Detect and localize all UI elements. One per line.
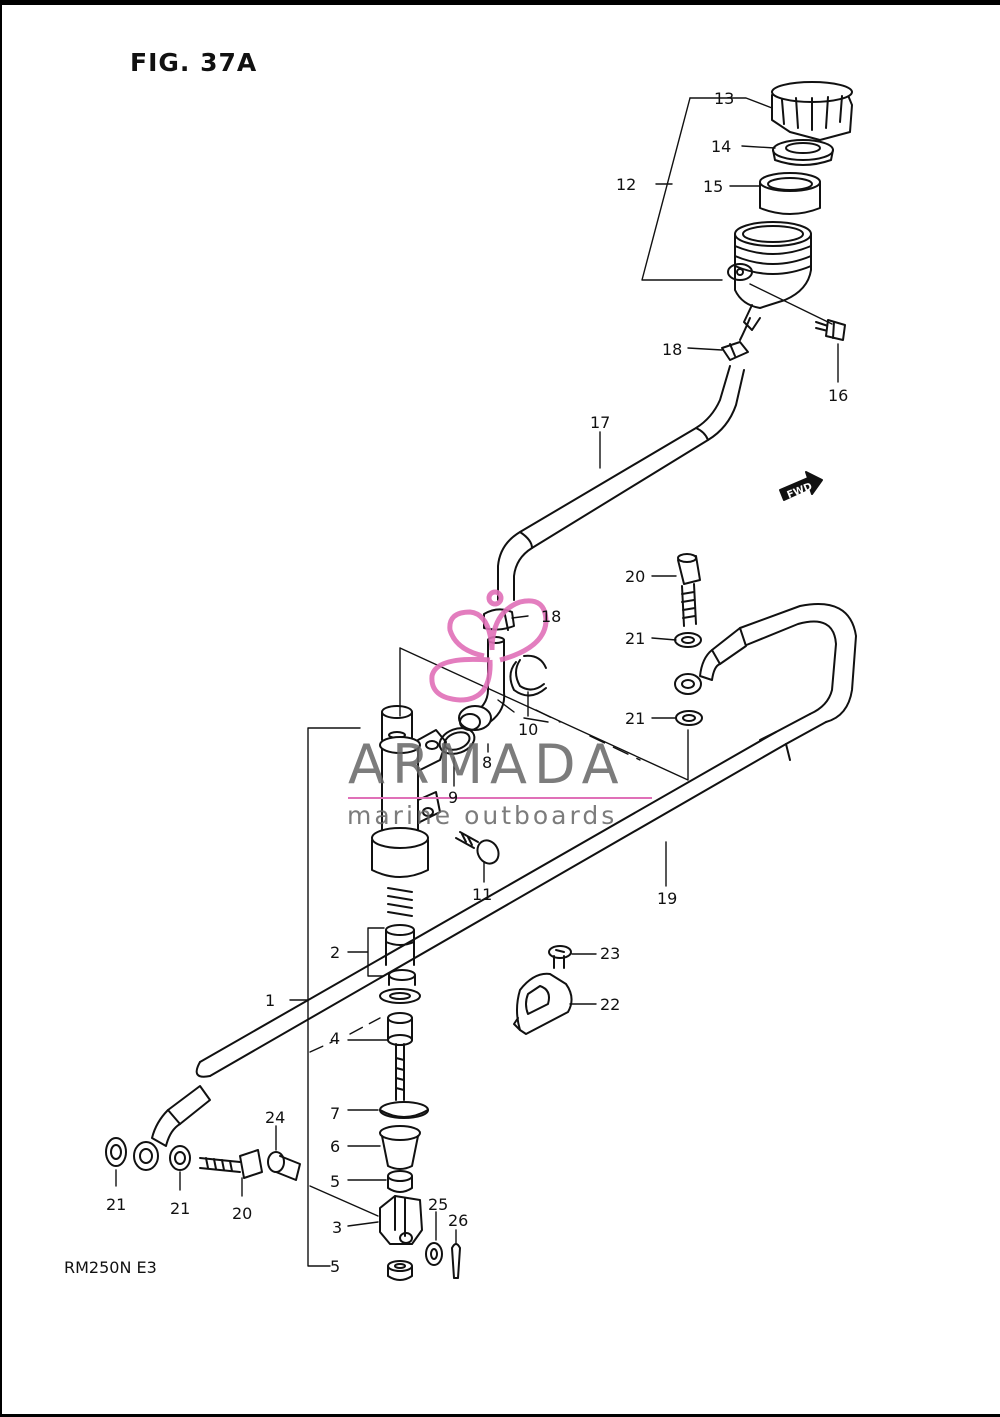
- washer-upper-a: [674, 632, 702, 648]
- callout-10: 10: [518, 720, 538, 739]
- circlip: [509, 654, 547, 697]
- callout-18-lower: 18: [541, 607, 561, 626]
- nut-lower: [387, 1260, 413, 1281]
- callout-3: 3: [332, 1218, 342, 1237]
- page-border-left: [0, 0, 2, 1417]
- leader-lines: [115, 97, 839, 1267]
- callout-5-upper: 5: [330, 1172, 340, 1191]
- callout-11: 11: [472, 885, 492, 904]
- callout-13: 13: [714, 89, 734, 108]
- hose-end-lower: [133, 1085, 211, 1171]
- hose-end-upper: [674, 627, 747, 695]
- clevis-pin: [267, 1151, 301, 1181]
- reservoir-plate: [759, 172, 821, 215]
- callout-24: 24: [265, 1108, 285, 1127]
- boot: [379, 1125, 421, 1170]
- axis-line-hose: [535, 709, 641, 761]
- hose-connector: [458, 636, 506, 731]
- hose-guide: [513, 972, 573, 1035]
- reservoir-nozzle: [739, 317, 751, 341]
- callout-15: 15: [703, 177, 723, 196]
- callout-23: 23: [600, 944, 620, 963]
- nut-upper: [387, 1170, 413, 1193]
- washer-lower-a: [105, 1137, 127, 1167]
- hose-clip-upper: [721, 341, 749, 361]
- axis-line-rod: [309, 1017, 381, 1053]
- callout-18-upper: 18: [662, 340, 682, 359]
- callout-17: 17: [590, 413, 610, 432]
- callout-14: 14: [711, 137, 731, 156]
- callout-5-lower: 5: [330, 1257, 340, 1276]
- callout-19: 19: [657, 889, 677, 908]
- forward-arrow: [779, 471, 823, 501]
- master-cylinder-spring: [387, 887, 413, 917]
- callout-4: 4: [330, 1029, 340, 1048]
- washer-upper-b: [675, 710, 703, 726]
- reservoir-bolt: [815, 319, 846, 341]
- union-bolt-lower: [199, 1149, 263, 1179]
- callout-21-upper-b: 21: [625, 709, 645, 728]
- union-bolt-upper: [677, 553, 701, 627]
- brake-hose: [195, 603, 857, 1078]
- reservoir-cap: [771, 81, 853, 141]
- callout-20-upper: 20: [625, 567, 645, 586]
- cotter-pin: [451, 1243, 461, 1279]
- callout-22: 22: [600, 995, 620, 1014]
- callout-25: 25: [428, 1195, 448, 1214]
- washer-lower-b: [169, 1145, 191, 1171]
- watermark-brand: ARMADA: [348, 733, 626, 796]
- push-rod: [387, 1012, 413, 1101]
- watermark-tagline: marine outboards: [347, 801, 617, 830]
- reservoir-diaphragm: [772, 139, 834, 166]
- callout-16: 16: [828, 386, 848, 405]
- circlip-lower: [379, 1101, 429, 1119]
- figure-title: FIG. 37A: [130, 48, 258, 77]
- callout-20-lower: 20: [232, 1204, 252, 1223]
- callout-12: 12: [616, 175, 636, 194]
- callout-26: 26: [448, 1211, 468, 1230]
- page-border-bottom: [0, 1414, 1000, 1417]
- piston-kit: [379, 924, 421, 1004]
- callout-1: 1: [265, 991, 275, 1010]
- model-code: RM250N E3: [64, 1258, 157, 1277]
- callout-8: 8: [482, 753, 492, 772]
- callout-6: 6: [330, 1137, 340, 1156]
- mounting-bolt: [455, 831, 500, 865]
- callout-7: 7: [330, 1104, 340, 1123]
- callout-2: 2: [330, 943, 340, 962]
- callout-21-lower-b: 21: [170, 1199, 190, 1218]
- clevis: [379, 1195, 423, 1245]
- watermark-logo: [429, 589, 549, 703]
- callout-labels: 13 14 12 15 18 16 17 20 18 21 21 10 8 9 …: [106, 89, 848, 1276]
- reservoir-hose: [497, 365, 745, 601]
- page-border-top: [0, 0, 1000, 5]
- callout-9: 9: [448, 788, 458, 807]
- callout-21-upper-a: 21: [625, 629, 645, 648]
- reservoir-body: [727, 221, 812, 331]
- callout-21-lower-a: 21: [106, 1195, 126, 1214]
- master-cylinder-body: [371, 705, 447, 878]
- washer-clevis: [425, 1242, 443, 1266]
- guide-screw: [548, 945, 572, 969]
